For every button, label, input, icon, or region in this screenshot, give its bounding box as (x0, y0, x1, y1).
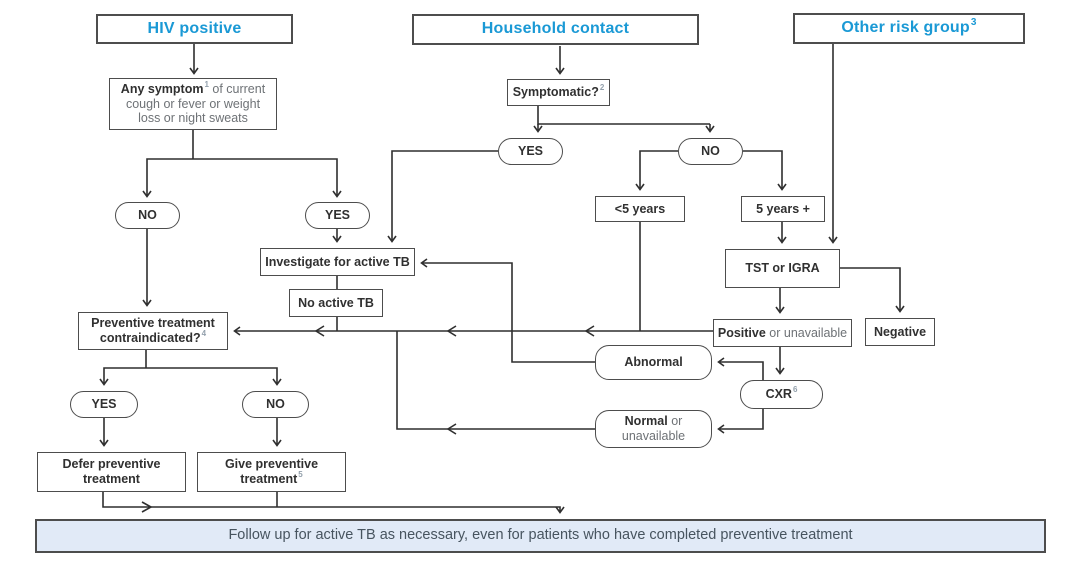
footnote-6: 6 (792, 384, 798, 394)
node-hiv-symptom-no: NO (115, 202, 180, 229)
node-any-symptom: Any symptom1 of current cough or fever o… (109, 78, 277, 130)
footnote-4: 4 (201, 328, 207, 338)
node-tst-or-igra: TST or IGRA (725, 249, 840, 288)
normal-label: Normal or unavailable (621, 414, 686, 443)
follow-up-text: Follow up for active TB as necessary, ev… (228, 527, 853, 544)
node-no-active-tb: No active TB (289, 289, 383, 317)
5-plus-label: 5 years + (756, 201, 810, 216)
hiv-no-label: NO (138, 208, 157, 223)
under-5-label: <5 years (614, 201, 666, 216)
connector-paths (99, 44, 905, 514)
node-hiv-symptom-yes: YES (305, 202, 370, 229)
no-active-tb-label: No active TB (298, 295, 374, 310)
node-symptomatic-yes: YES (498, 138, 563, 165)
node-cxr-normal: Normal or unavailable (595, 410, 712, 448)
node-contraindicated-no: NO (242, 391, 309, 418)
footnote-1: 1 (204, 79, 209, 89)
node-under-5-years: <5 years (595, 196, 685, 222)
contra-yes-label: YES (91, 397, 117, 412)
follow-up-banner: Follow up for active TB as necessary, ev… (35, 519, 1046, 553)
node-symptomatic-label: Symptomatic?2 (512, 82, 605, 100)
node-positive-or-unavailable: Positive or unavailable (713, 319, 852, 347)
node-cxr: CXR6 (740, 380, 823, 409)
node-investigate-active-tb: Investigate for active TB (260, 248, 415, 276)
header-other-risk-label: Other risk group3 (841, 16, 977, 37)
tst-igra-label: TST or IGRA (745, 261, 820, 276)
node-symptomatic: Symptomatic?2 (507, 79, 610, 106)
defer-label: Defer preventive treatment (62, 457, 161, 486)
cxr-label: CXR6 (765, 384, 798, 402)
symptomatic-yes-label: YES (517, 144, 543, 159)
node-negative: Negative (865, 318, 935, 346)
node-any-symptom-label: Any symptom1 of current cough or fever o… (120, 79, 266, 126)
contraindicated-label: Preventive treatment contraindicated?4 (91, 316, 215, 345)
header-other-risk-group: Other risk group3 (793, 13, 1025, 44)
negative-label: Negative (873, 324, 927, 339)
positive-label: Positive or unavailable (717, 325, 848, 340)
contra-no-label: NO (266, 397, 285, 412)
header-household-contact: Household contact (412, 14, 699, 45)
give-label: Give preventive treatment5 (224, 457, 319, 486)
footnote-2: 2 (599, 82, 605, 92)
hiv-yes-label: YES (324, 208, 350, 223)
header-household-label: Household contact (481, 20, 630, 38)
investigate-label: Investigate for active TB (265, 254, 410, 269)
footnote-5: 5 (298, 469, 303, 479)
node-preventive-contraindicated: Preventive treatment contraindicated?4 (78, 312, 228, 350)
node-cxr-abnormal: Abnormal (595, 345, 712, 380)
header-hiv-positive: HIV positive (96, 14, 293, 44)
node-contraindicated-yes: YES (70, 391, 138, 418)
symptomatic-no-label: NO (701, 144, 720, 159)
mid-line-chevrons (141, 325, 595, 513)
abnormal-label: Abnormal (624, 355, 683, 370)
node-5-years-plus: 5 years + (741, 196, 825, 222)
header-hiv-label: HIV positive (147, 19, 242, 37)
node-defer-preventive-treatment: Defer preventive treatment (37, 452, 186, 492)
footnote-3: 3 (970, 16, 977, 28)
node-give-preventive-treatment: Give preventive treatment5 (197, 452, 346, 492)
node-symptomatic-no: NO (678, 138, 743, 165)
